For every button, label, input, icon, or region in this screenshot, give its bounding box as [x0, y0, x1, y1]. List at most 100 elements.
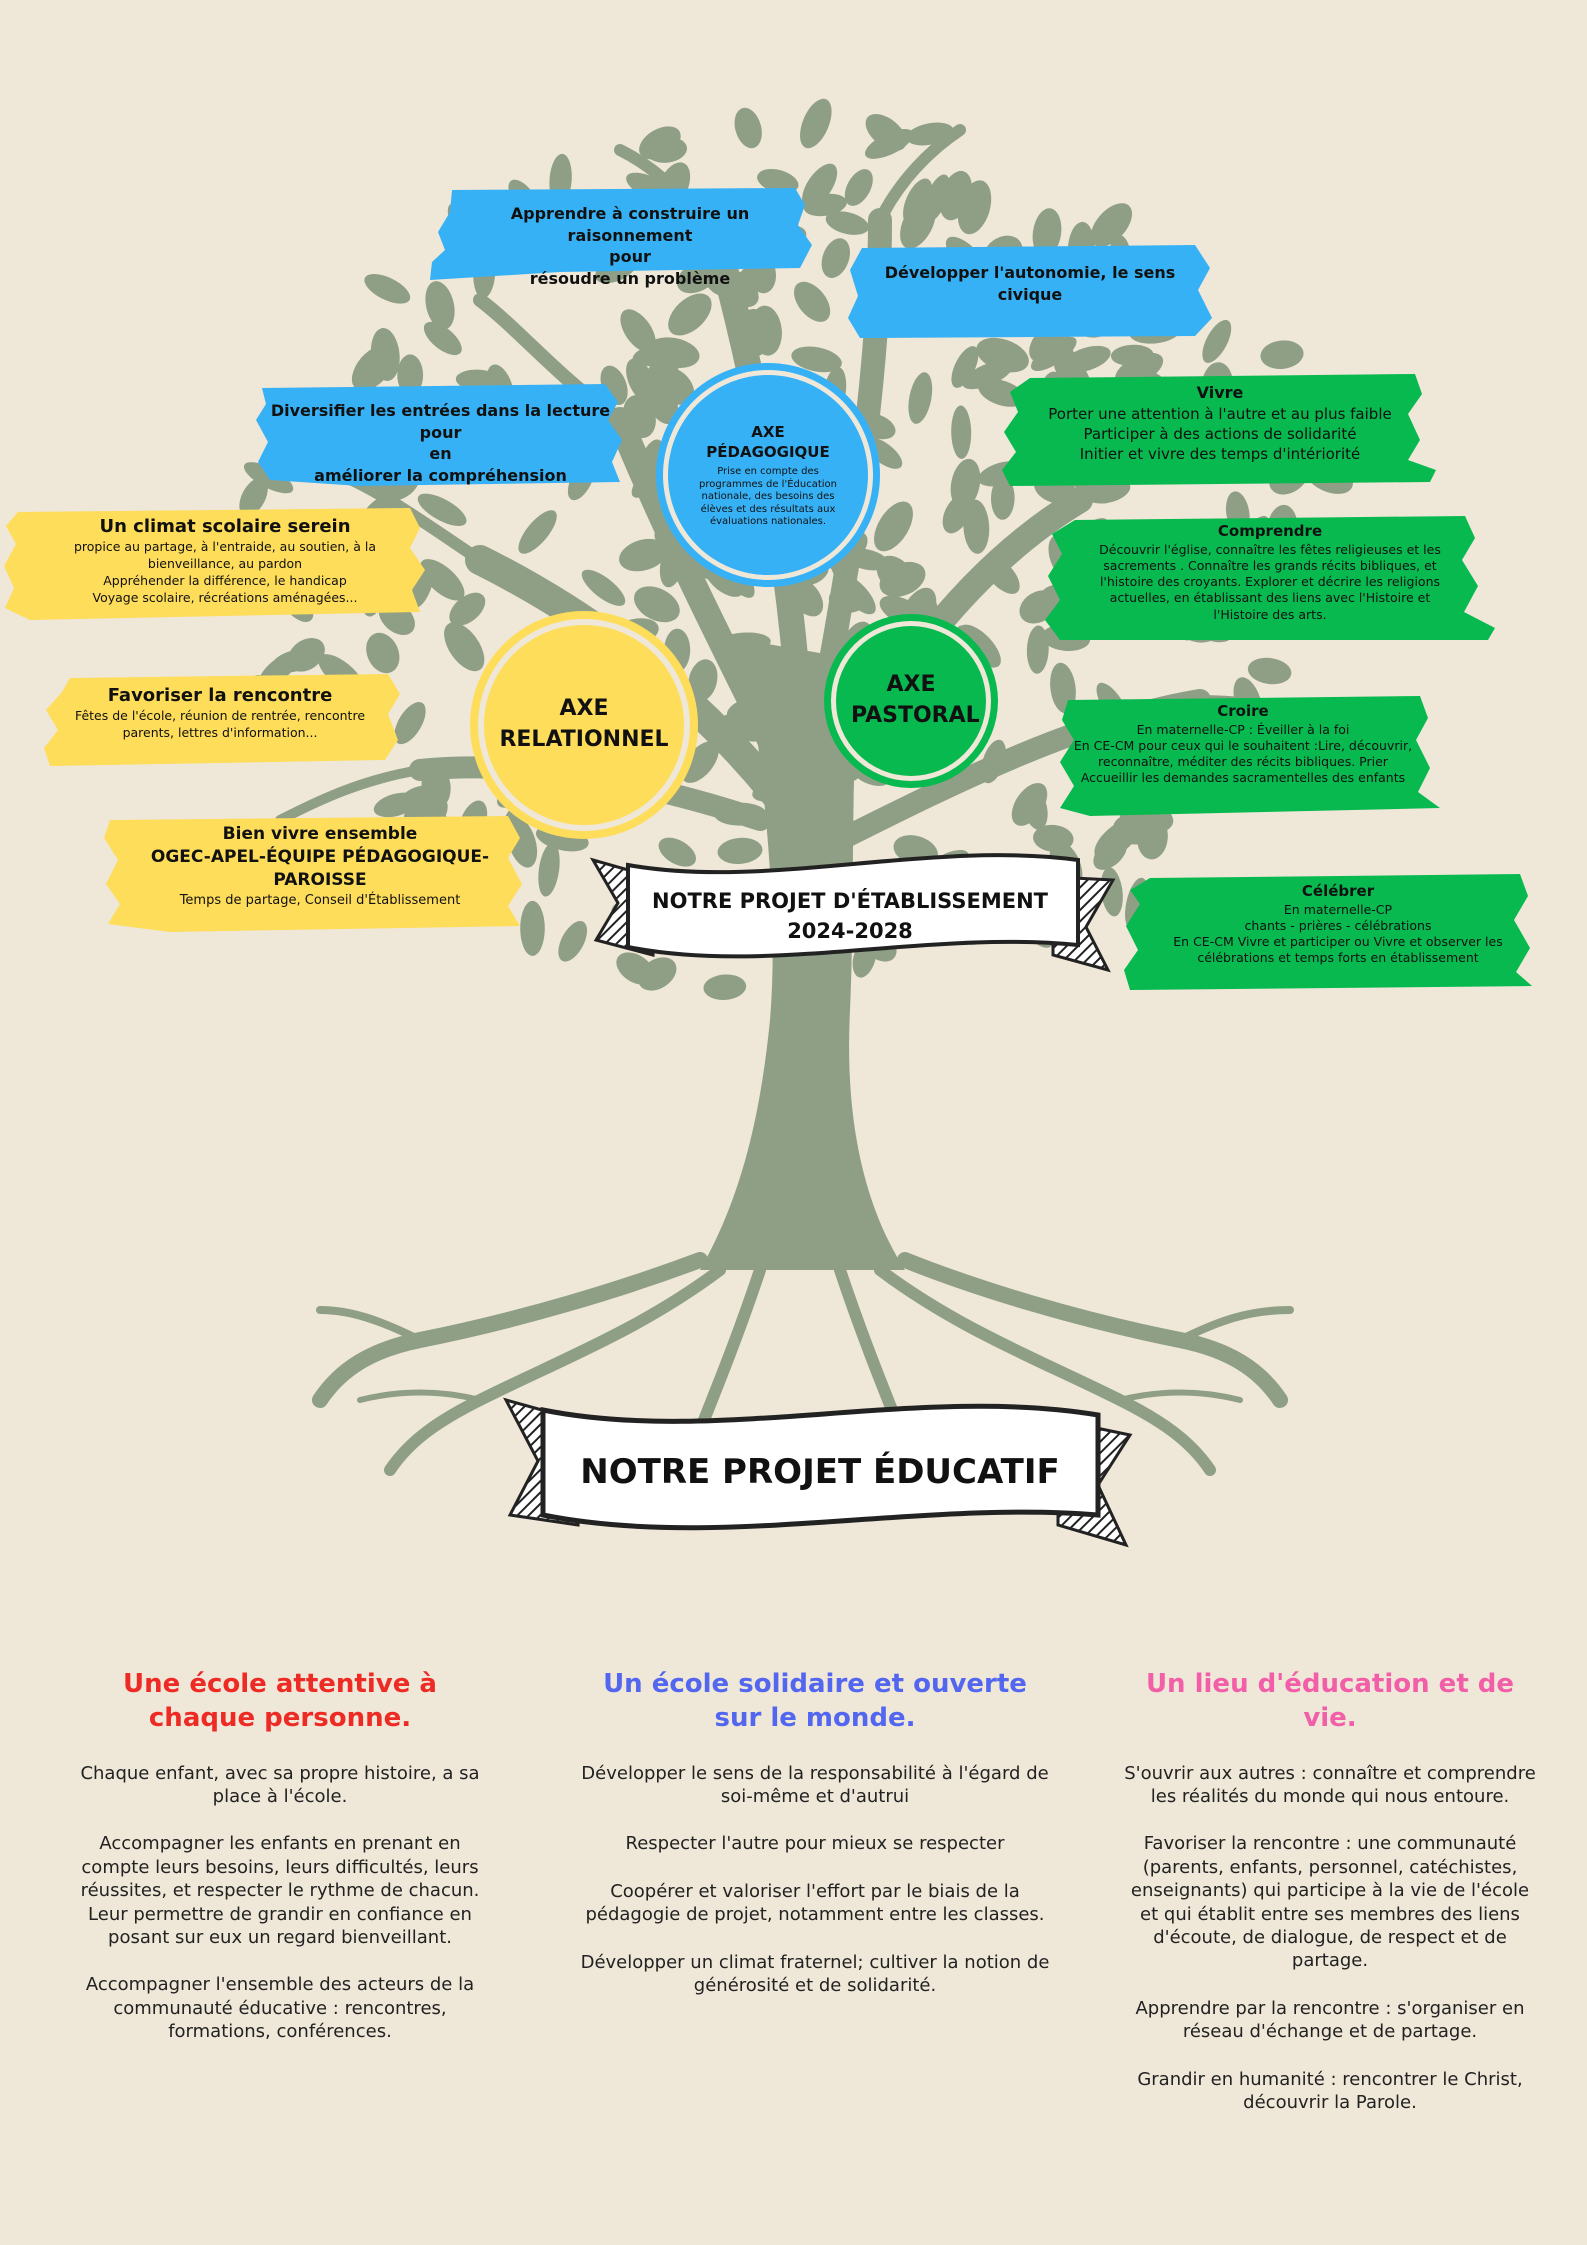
leaf [373, 792, 419, 818]
relationnel-rencontre: Favoriser la rencontre Fêtes de l'école,… [60, 684, 380, 742]
goal-autonomie-line1: Développer l'autonomie, le sens [884, 263, 1176, 282]
pastoral-vivre-line1: Porter une attention à l'autre et au plu… [1048, 404, 1392, 423]
column-solidaire-p1: Développer le sens de la responsabilité … [581, 1762, 1049, 1807]
goal-lecture-line1: Diversifier les entrées dans la lecture … [270, 401, 611, 442]
leaf [239, 477, 268, 517]
leaf [874, 501, 913, 552]
leaf [950, 458, 981, 509]
column-attentive-p3: Accompagner l'ensemble des acteurs de la… [85, 1974, 475, 2043]
pastoral-comprendre-line3: l'histoire des croyants. Explorer et déc… [1099, 574, 1441, 589]
leaf [520, 900, 545, 956]
leaf [397, 354, 424, 396]
goal-raisonnement: Apprendre à construire un raisonnement p… [455, 203, 805, 289]
pastoral-croire-line2: En CE-CM pour ceux qui le souhaitent :Li… [1073, 737, 1413, 753]
leaf [865, 128, 914, 159]
goal-lecture-line3: améliorer la compréhension [314, 465, 567, 485]
leaf [1090, 203, 1133, 247]
leaf [1260, 340, 1304, 370]
leaf [791, 346, 842, 373]
column-lieu-p4: Grandir en humanité : rencontrer le Chri… [1137, 2068, 1523, 2113]
pastoral-celebrer-title: Célébrer [1301, 882, 1375, 900]
column-solidaire-p2: Respecter l'autre pour mieux se respecte… [625, 1833, 1005, 1855]
leaf [444, 622, 485, 672]
goal-raisonnement-line2: pour [609, 247, 651, 267]
leaf [638, 957, 677, 991]
leaf [425, 281, 455, 330]
leaf [721, 558, 755, 598]
relationnel-climat-line2: bienveillance, au pardon [147, 556, 303, 572]
leaf [658, 837, 697, 867]
leaf [634, 586, 680, 623]
column-lieu: Un lieu d'éducation et de vie. S'ouvrir … [1120, 1668, 1540, 2138]
leaf [394, 702, 426, 745]
banner-etablissement-line2: 2024-2028 [787, 919, 913, 944]
axe-relationnel-title: AXE RELATIONNEL [499, 696, 669, 752]
leaf [802, 163, 838, 209]
axe-pedagogique-circle: AXE PÉDAGOGIQUE Prise en compte des prog… [668, 375, 868, 575]
leaf [370, 328, 400, 381]
pastoral-croire-title: Croire [1217, 702, 1269, 720]
pastoral-celebrer-line3: En CE-CM Vivre et participer ou Vivre et… [1173, 934, 1503, 949]
leaf [900, 197, 936, 249]
pastoral-croire: Croire En maternelle-CP : Éveiller à la … [1063, 702, 1423, 787]
leaf [417, 493, 467, 526]
banner-etablissement-line1: NOTRE PROJET D'ÉTABLISSEMENT [652, 889, 1048, 913]
pastoral-vivre-line3: Initier et vivre des temps d'intériorité [1079, 445, 1361, 464]
relationnel-rencontre-title: Favoriser la rencontre [107, 685, 333, 706]
leaf [825, 211, 869, 235]
axe-pastoral-title: AXE PASTORAL [851, 672, 980, 728]
leaf [1247, 657, 1292, 685]
leaf [1033, 824, 1074, 852]
leaf [1093, 837, 1128, 870]
goal-raisonnement-line1: Apprendre à construire un raisonnement [510, 204, 750, 245]
leaf [951, 405, 972, 459]
leaf [1023, 787, 1048, 830]
banner-etablissement-text: NOTRE PROJET D'ÉTABLISSEMENT 2024-2028 [640, 886, 1060, 947]
relationnel-climat-line3: Appréhender la différence, le handicap [103, 573, 347, 589]
leaf [957, 180, 992, 235]
relationnel-ensemble: Bien vivre ensemble OGEC-APEL-ÉQUIPE PÉD… [130, 823, 510, 909]
leaf [1019, 590, 1058, 624]
leaf [821, 238, 850, 278]
leaf [1026, 625, 1049, 674]
column-attentive-p1: Chaque enfant, avec sa propre histoire, … [80, 1762, 480, 1807]
leaf [951, 346, 979, 388]
leaf [800, 98, 832, 149]
column-solidaire-p3: Coopérer et valoriser l'effort par le bi… [585, 1880, 1045, 1926]
axe-pedagogique-text: Prise en compte des programmes de l'Éduc… [699, 466, 837, 527]
axe-pastoral-circle: AXE PASTORAL [836, 626, 986, 776]
column-lieu-heading: Un lieu d'éducation et de vie. [1145, 1669, 1515, 1733]
leaf [721, 713, 764, 742]
axe-pedagogique-title: AXE PÉDAGOGIQUE [706, 422, 830, 461]
leaf [963, 499, 990, 554]
relationnel-climat-line1: propice au partage, à l'entraide, au sou… [73, 539, 377, 555]
pastoral-vivre-title: Vivre [1196, 383, 1244, 402]
leaf [879, 561, 926, 597]
relationnel-ensemble-line1: Temps de partage, Conseil d'Établissemen… [179, 892, 461, 908]
leaf [449, 592, 486, 626]
pastoral-comprendre-line1: Découvrir l'église, connaître les fêtes … [1099, 541, 1441, 557]
column-solidaire-heading: Un école solidaire et ouverte sur le mon… [603, 1669, 1027, 1733]
relationnel-ensemble-title2: OGEC-APEL-ÉQUIPE PÉDAGOGIQUE- [150, 846, 490, 867]
banner-educatif [503, 1397, 1133, 1548]
pastoral-celebrer-line1: En maternelle-CP [1283, 901, 1393, 917]
leaf [619, 538, 668, 572]
leaf [976, 337, 1029, 373]
relationnel-climat-title: Un climat scolaire serein [99, 516, 351, 537]
leaf [642, 349, 679, 393]
pastoral-comprendre-title: Comprendre [1217, 522, 1323, 540]
column-attentive-p2: Accompagner les enfants en prenant en co… [80, 1833, 480, 1948]
column-solidaire-p4: Développer un climat fraternel; cultiver… [580, 1951, 1050, 1996]
leaf [668, 293, 712, 336]
column-attentive-heading: Une école attentive à chaque personne. [123, 1669, 437, 1733]
goal-autonomie: Développer l'autonomie, le sens civique [870, 262, 1190, 305]
relationnel-climat: Un climat scolaire serein propice au par… [30, 515, 420, 607]
column-lieu-p2: Favoriser la rencontre : une communauté … [1130, 1833, 1530, 1972]
relationnel-climat-line4: Voyage scolaire, récréations aménagées..… [92, 589, 358, 605]
goal-autonomie-line2: civique [997, 284, 1063, 304]
leaf [1031, 336, 1077, 371]
pastoral-vivre-line2: Participer à des actions de solidarité [1083, 424, 1357, 443]
goal-raisonnement-line3: résoudre un problème [529, 268, 731, 288]
banner-educatif-title: NOTRE PROJET ÉDUCATIF [580, 1452, 1060, 1492]
leaf [581, 569, 626, 606]
